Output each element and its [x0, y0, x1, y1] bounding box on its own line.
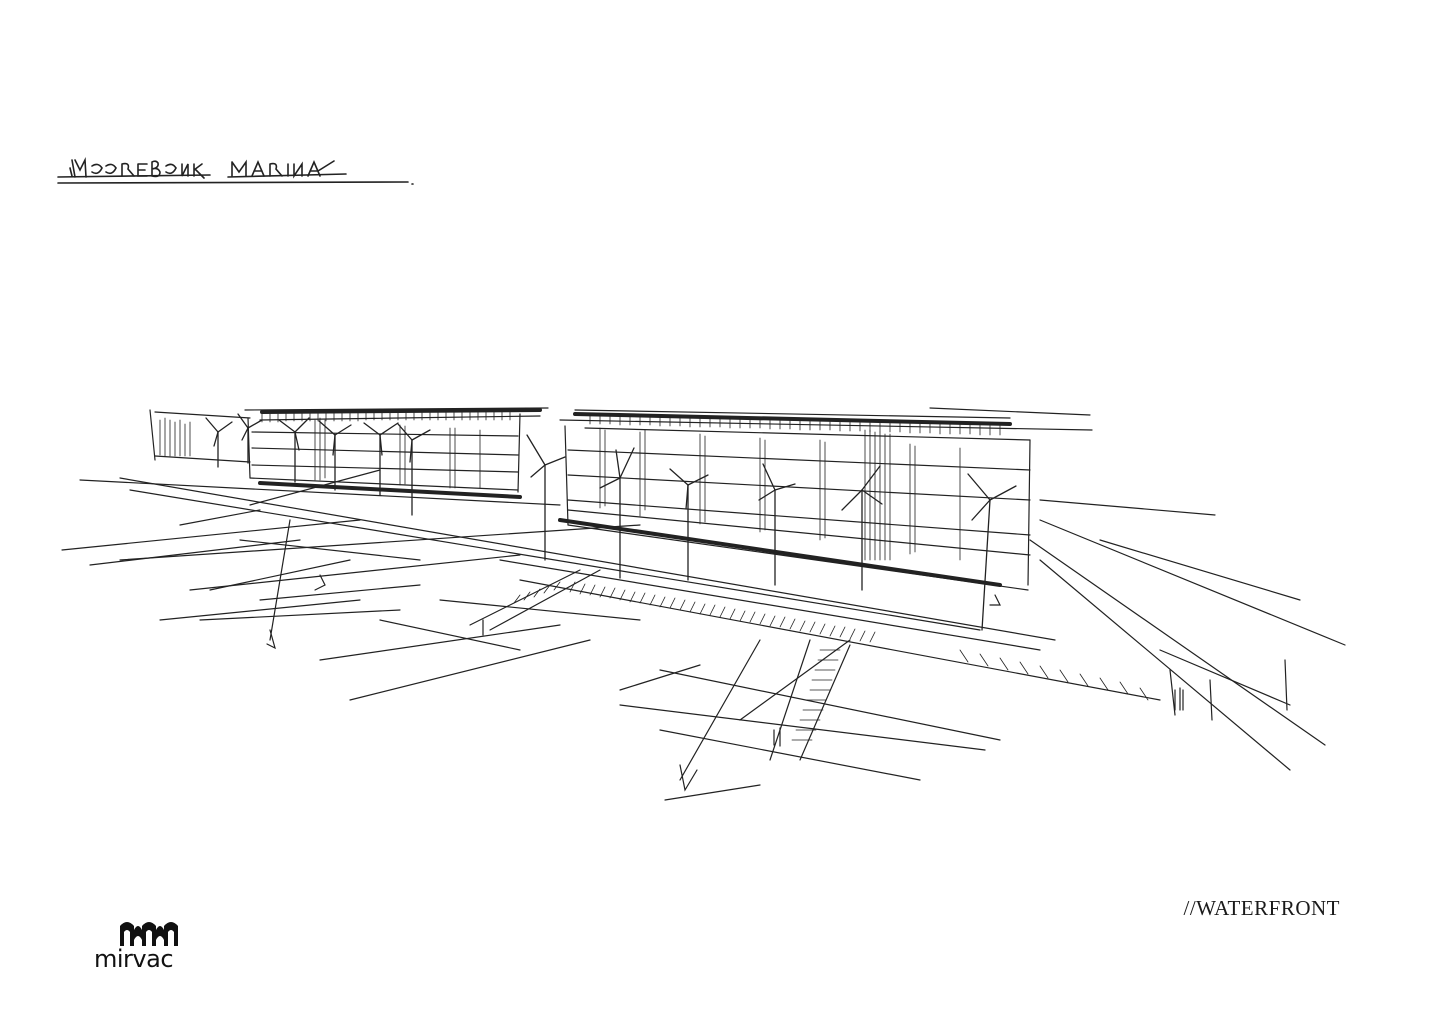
waterfront-caption: //WATERFRONT — [1183, 896, 1340, 920]
mirvac-wordmark: mirvac — [94, 945, 174, 973]
mirvac-logo: mirvac — [94, 918, 194, 974]
mirvac-logo-icon — [120, 922, 178, 946]
handwritten-heading-scribble — [57, 156, 414, 185]
